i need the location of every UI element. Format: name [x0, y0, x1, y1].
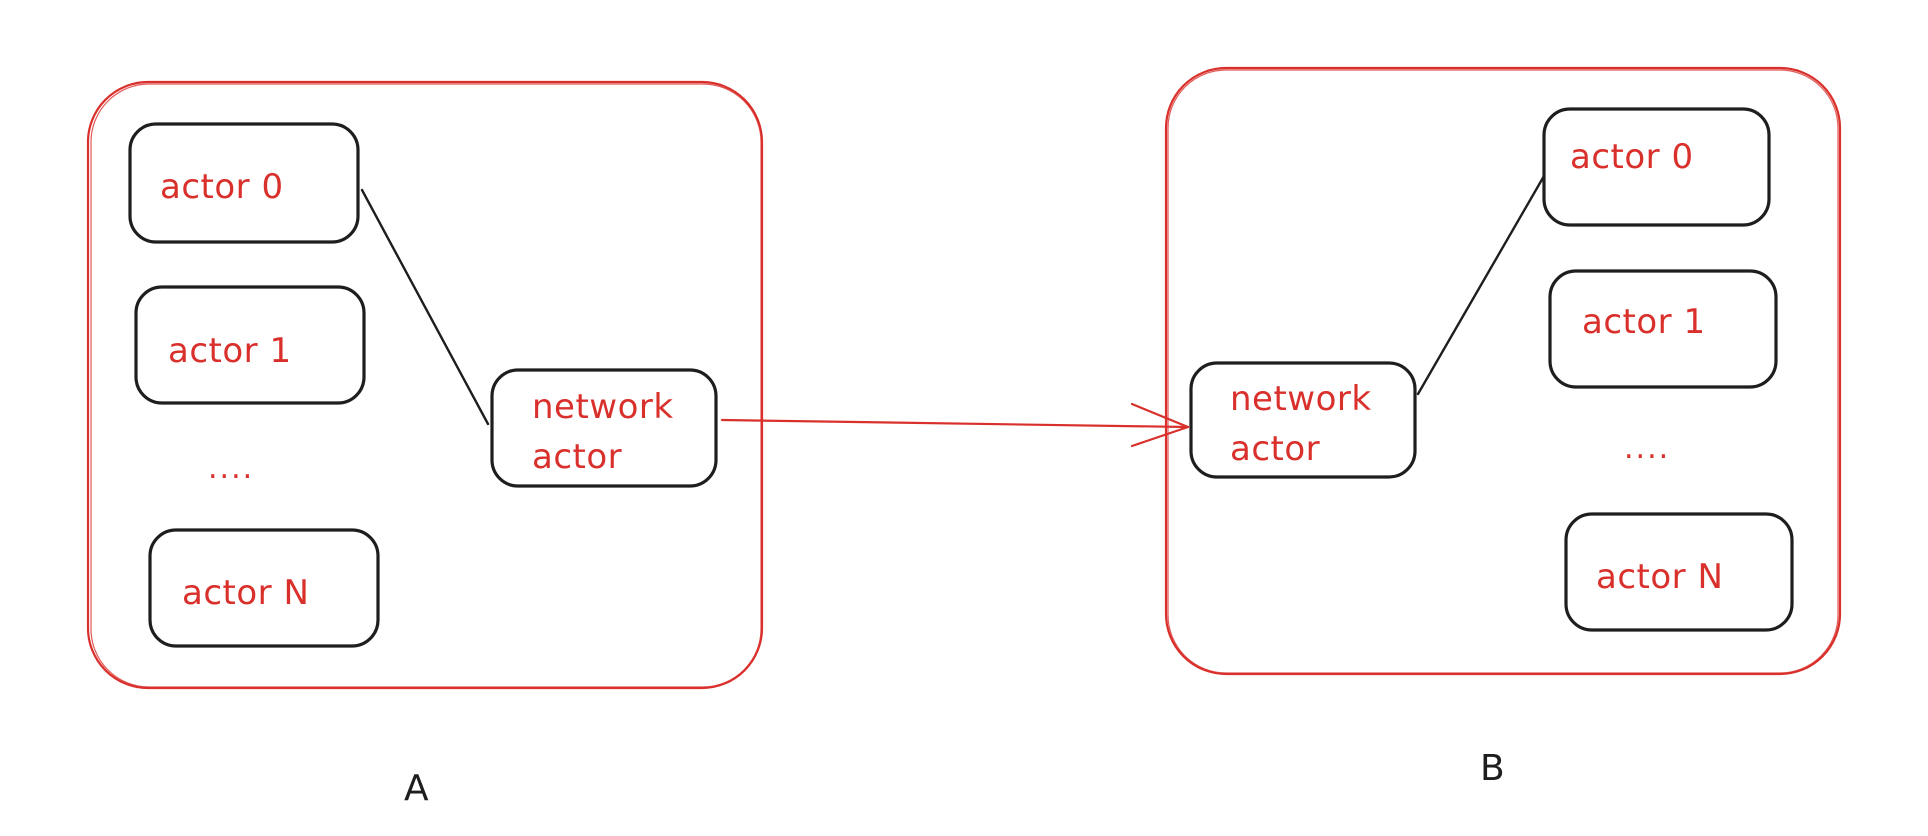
group-a-label: A — [404, 768, 429, 809]
group-a-container-sketch — [90, 83, 762, 688]
group-a-actor-1-box — [134, 285, 366, 405]
group-b-actor-1-box — [1548, 269, 1778, 389]
group-b-actor-n-node: actor N — [1564, 512, 1794, 632]
group-a-actor-0-label: actor 0 — [160, 167, 284, 207]
group-b-actor-1-label: actor 1 — [1582, 302, 1706, 342]
group-b-container — [1164, 66, 1842, 676]
group-b: network actor actor 0 actor 1 .... actor… — [1164, 66, 1842, 789]
group-b-actor-n-label: actor N — [1596, 557, 1723, 597]
group-a-actor-n-node: actor N — [148, 528, 380, 648]
a-to-b-arrow — [720, 402, 1190, 448]
group-b-actor-n-box — [1564, 512, 1794, 632]
group-a-ellipsis: .... — [208, 451, 254, 486]
group-a-network-actor-label-line1: network — [532, 387, 674, 427]
group-b-network-actor-box — [1189, 361, 1417, 479]
group-a-actor-1-label: actor 1 — [168, 331, 292, 371]
group-a-actor-0-box — [128, 122, 360, 244]
group-b-actor-0-node: actor 0 — [1542, 107, 1771, 227]
group-b-actor-0-box — [1542, 107, 1771, 227]
group-a-connector — [360, 188, 490, 426]
group-b-network-actor-node: network actor — [1189, 361, 1417, 479]
group-a-network-actor-box — [490, 368, 718, 488]
arrow-head-upper — [1130, 402, 1190, 429]
group-a-actor-n-box — [148, 528, 380, 648]
group-a-actor-1-node: actor 1 — [134, 285, 366, 405]
group-b-actor-1-node: actor 1 — [1548, 269, 1778, 389]
group-a-network-actor-label-line2: actor — [532, 437, 622, 477]
group-b-actor-0-label: actor 0 — [1570, 137, 1694, 177]
arrow-shaft — [720, 418, 1190, 429]
group-b-ellipsis: .... — [1624, 431, 1670, 466]
group-a-actor-0-node: actor 0 — [128, 122, 360, 244]
group-b-network-actor-label-line1: network — [1230, 379, 1372, 419]
group-b-network-actor-label-line2: actor — [1230, 429, 1320, 469]
group-a-actor-n-label: actor N — [182, 573, 309, 613]
arrow-head-lower — [1130, 425, 1190, 448]
group-a-network-actor-node: network actor — [490, 368, 718, 488]
group-a: actor 0 actor 1 .... actor N network act… — [86, 80, 764, 809]
group-a-container — [86, 80, 764, 690]
group-b-connector — [1416, 174, 1546, 396]
group-b-container-sketch — [1167, 69, 1839, 674]
group-b-label: B — [1480, 748, 1505, 789]
